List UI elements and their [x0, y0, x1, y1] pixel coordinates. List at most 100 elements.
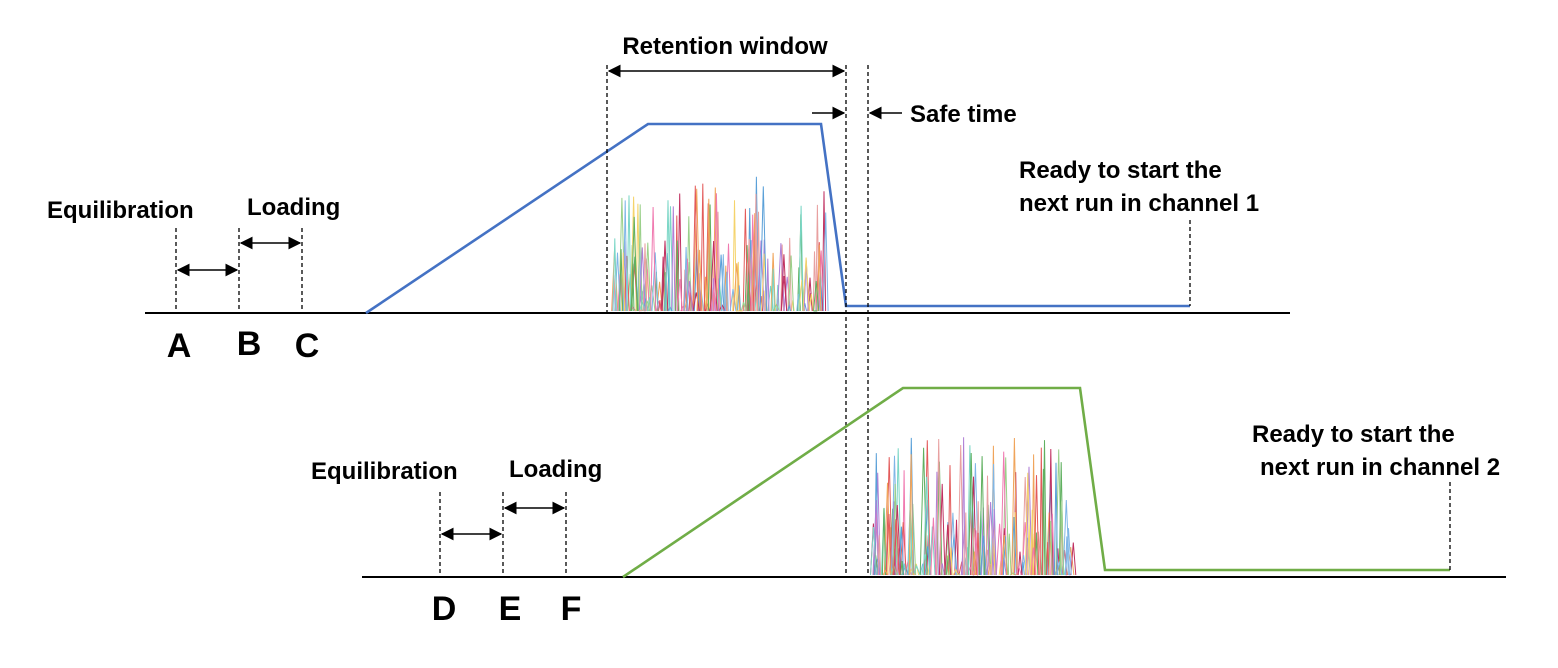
- channel-2: Equilibration Loading D E F Ready to sta…: [311, 386, 1506, 628]
- chromatogram-peak: [683, 246, 689, 312]
- chromatogram-peak: [1030, 547, 1037, 576]
- chromatogram-peak: [737, 285, 741, 312]
- retention-window-label: Retention window: [622, 33, 828, 60]
- chromatogram-peak: [700, 183, 706, 312]
- chromatogram-peak: [638, 309, 642, 312]
- chromatogram-peak: [770, 252, 776, 312]
- chromatogram-peak: [979, 456, 986, 576]
- chromatogram-peak: [1059, 501, 1064, 576]
- ch1-loading-label: Loading: [247, 194, 340, 221]
- chromatogram-peak: [1001, 534, 1008, 576]
- chromatogram-peak: [822, 212, 829, 312]
- chromatogram-peak: [952, 568, 959, 576]
- chromatogram-peak: [877, 535, 882, 576]
- chromatogram-peak: [661, 240, 669, 312]
- chromatogram-peak: [991, 508, 997, 576]
- chromatogram-peak: [745, 239, 753, 312]
- chromatogram-peak: [696, 249, 703, 312]
- chromatogram-peak: [961, 437, 966, 576]
- chromatogram-peak: [923, 476, 931, 576]
- chromatogram-peak: [798, 205, 804, 312]
- chromatogram-peak: [717, 254, 725, 312]
- chromatogram-peak: [902, 470, 906, 576]
- chromatogram-peak: [729, 289, 737, 312]
- chromatogram-peak: [882, 569, 889, 576]
- chromatogram-peak: [908, 454, 914, 576]
- chromatogram-peak: [898, 526, 905, 576]
- chromatogram-peak: [808, 293, 814, 312]
- chromatogram-peak: [1015, 564, 1022, 576]
- chromatogram-peak: [776, 284, 780, 312]
- ch2-ready-label-line1: Ready to start the: [1252, 421, 1455, 448]
- chromatogram-peak: [707, 204, 713, 312]
- point-f-label: F: [561, 590, 582, 628]
- chromatogram-peak: [970, 528, 978, 576]
- chromatogram-peak: [1024, 472, 1031, 576]
- chromatogram-peak: [1009, 572, 1017, 576]
- point-e-label: E: [499, 590, 522, 628]
- chromatogram-peak: [631, 256, 639, 312]
- chromatogram-peak: [706, 198, 712, 312]
- chromatogram-peak: [718, 304, 726, 312]
- channel-2-chromatogram: [870, 437, 1077, 576]
- safe-time-label: Safe time: [910, 101, 1017, 128]
- ch1-equilibration-label: Equilibration: [47, 197, 194, 224]
- chromatogram-peak: [1065, 528, 1072, 576]
- chromatogram-peak: [665, 200, 671, 312]
- chromatogram-peak: [1025, 466, 1033, 576]
- chromatogram-peak: [658, 300, 662, 312]
- chromatogram-peak: [753, 193, 758, 312]
- chromatogram-peak: [870, 526, 877, 576]
- chromatogram-peak: [787, 304, 791, 312]
- chromatogram-peak: [821, 191, 827, 312]
- chromatogram-peak: [639, 300, 646, 312]
- chromatogram-peak: [1053, 462, 1058, 576]
- chromatogram-peak: [880, 507, 888, 576]
- chromatogram-peak: [967, 452, 975, 576]
- chromatogram-peak: [944, 524, 952, 576]
- chromatogram-peak: [930, 517, 937, 576]
- chromatogram-peak: [936, 438, 942, 576]
- chromatogram-peak: [788, 255, 795, 312]
- chromatogram-peak: [813, 280, 820, 312]
- chromatogram-peak: [720, 254, 726, 312]
- chromatogram-peak: [980, 535, 987, 576]
- chromatogram-peak: [655, 300, 662, 312]
- chromatogram-peak: [1011, 437, 1018, 576]
- chromatogram-peak: [675, 240, 680, 312]
- chromatogram-peak: [885, 513, 893, 576]
- point-b-label: B: [237, 325, 262, 363]
- chromatogram-peak: [1039, 447, 1044, 576]
- chromatogram-peak: [929, 526, 936, 576]
- chromatogram-peak: [919, 447, 928, 576]
- chromatogram-peak: [1021, 561, 1025, 576]
- chromatogram-peak: [619, 249, 624, 312]
- chromatogram-peak: [1067, 547, 1075, 576]
- chromatogram-peak: [712, 187, 718, 312]
- ch1-ready-label-line1: Ready to start the: [1019, 157, 1222, 184]
- chromatogram-peak: [964, 512, 968, 576]
- point-a-label: A: [167, 327, 192, 365]
- chromatogram-peak: [766, 258, 770, 312]
- chromatogram-peak: [995, 523, 1004, 576]
- chromatogram-peak: [725, 271, 729, 312]
- ch1-ready-label-line2: next run in channel 1: [1019, 190, 1259, 217]
- chromatogram-peak: [676, 279, 683, 312]
- chromatogram-peak: [650, 206, 657, 312]
- chromatogram-peak: [1000, 451, 1008, 576]
- chromatogram-peak: [1048, 520, 1053, 576]
- chromatogram-peak: [742, 208, 748, 312]
- chromatogram-peak: [780, 254, 788, 312]
- chromatogram-peak: [740, 302, 747, 312]
- chromatogram-peak: [1046, 542, 1050, 576]
- chromatogram-peak: [759, 186, 768, 312]
- chromatogram-peak: [757, 240, 765, 312]
- chromatogram-peak: [972, 551, 977, 576]
- chromatogram-peak: [612, 238, 617, 312]
- chromatogram-peak: [692, 292, 700, 312]
- channel-1: Equilibration Loading A B C Ready to sta…: [47, 65, 1290, 365]
- ch2-equilibration-label: Equilibration: [311, 458, 458, 485]
- chromatogram-peak: [1042, 440, 1047, 576]
- channel-2-gradient-profile: [622, 386, 1450, 579]
- chromatogram-peak: [1033, 475, 1040, 576]
